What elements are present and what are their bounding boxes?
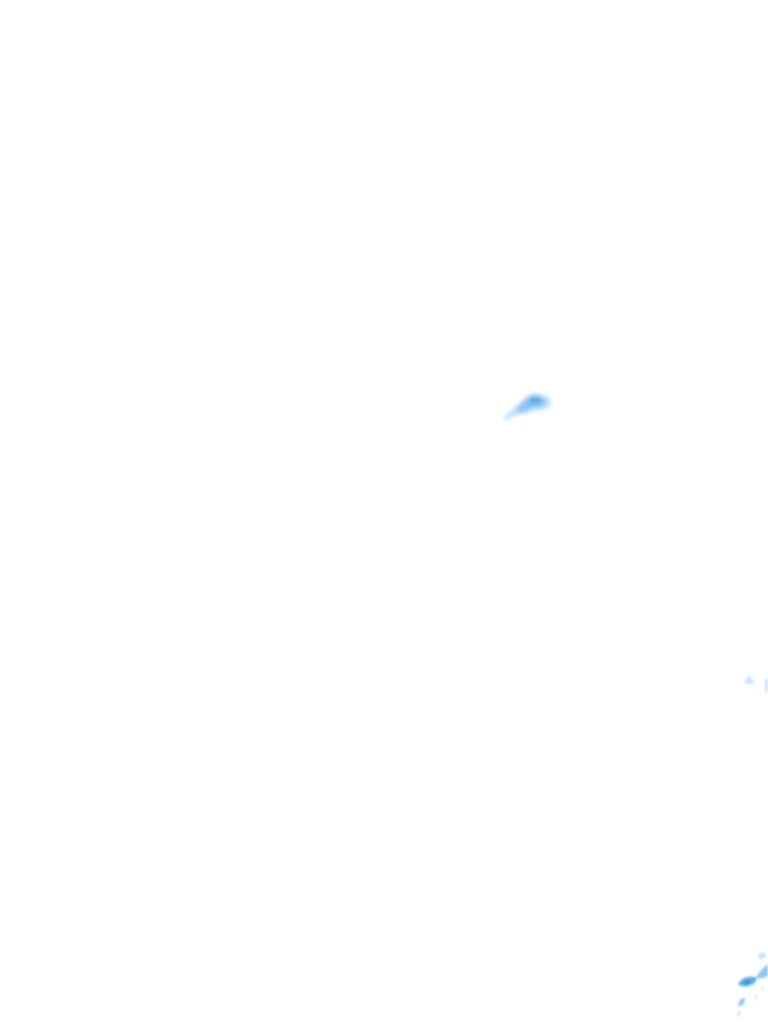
bottom-right-cluster <box>737 952 768 1017</box>
speckle-b <box>765 678 768 693</box>
cluster-drip-1 <box>738 997 745 1007</box>
cluster-dot-1 <box>754 994 757 999</box>
central-blob-peak <box>529 396 542 404</box>
right-edge-speckle <box>744 675 768 693</box>
cluster-core <box>743 980 751 985</box>
cluster-right-tail <box>756 964 768 979</box>
cluster-dot-2 <box>761 987 764 991</box>
central-blob <box>503 393 552 420</box>
cluster-drip-2 <box>737 1010 741 1017</box>
speckle-a <box>744 675 756 684</box>
cluster-top-curl <box>758 952 766 959</box>
